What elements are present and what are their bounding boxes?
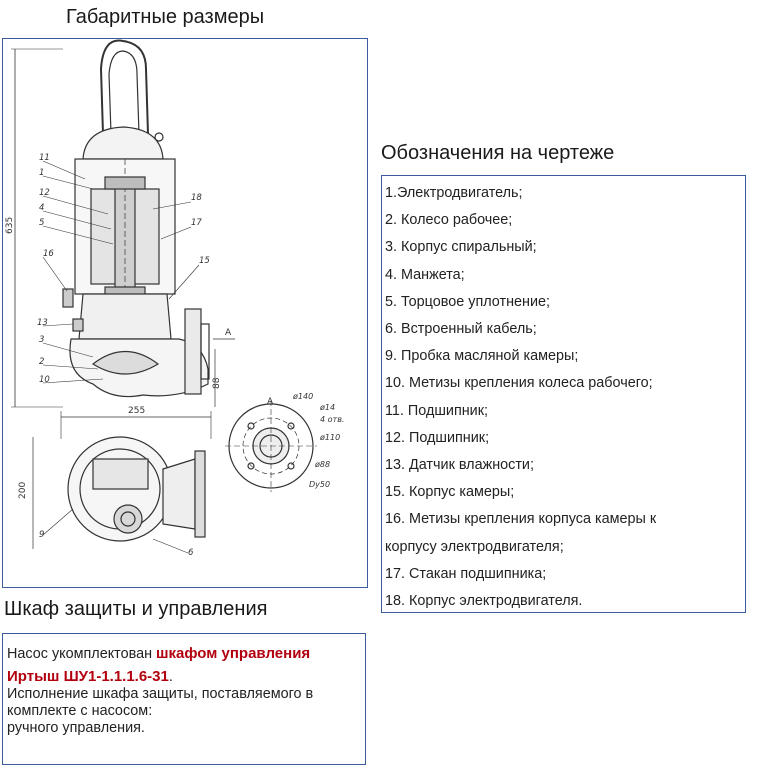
callout-12: 12: [39, 188, 50, 198]
legend-item: 12. Подшипник;: [385, 429, 490, 446]
dimensions-drawing: 635 A 88: [2, 38, 368, 588]
cabinet-title: Шкаф защиты и управления: [4, 598, 268, 620]
legend-item: 16. Метизы крепления корпуса камеры к: [385, 511, 657, 528]
callout-3: 3: [39, 335, 44, 345]
view-a-marker: A: [225, 328, 232, 338]
cabinet-box: Насос укомплектован шкафом управления Ир…: [2, 633, 366, 765]
legend-item: 9. Пробка масляной камеры;: [385, 348, 579, 365]
callout-17: 17: [191, 218, 202, 228]
flange-d2-label: ø14: [319, 403, 335, 412]
callout-15: 15: [199, 256, 210, 266]
callout-13: 13: [37, 318, 48, 328]
cabinet-line-2: Исполнение шкафа защиты, поставляемого в: [7, 686, 314, 702]
pump-drawing: 635 A 88: [5, 39, 344, 558]
legend-item: 1.Электродвигатель;: [385, 185, 523, 201]
legend-item: 2. Колесо рабочее;: [385, 212, 513, 229]
cabinet-intro: Насос укомплектован шкафом управления: [7, 640, 362, 668]
dimensions-title: Габаритные размеры: [66, 6, 265, 28]
legend-item: 17. Стакан подшипника;: [385, 565, 547, 582]
cabinet-line-4: ручного управления.: [7, 720, 145, 736]
flange-d1-label: ø140: [292, 392, 313, 401]
legend-item: корпусу электродвигателя;: [385, 538, 564, 555]
cabinet-dot: .: [168, 669, 173, 685]
callout-9: 9: [39, 530, 44, 540]
callout-18: 18: [191, 193, 202, 203]
legend-item: 3. Корпус спиральный;: [385, 239, 537, 256]
callout-4: 4: [39, 203, 44, 213]
cabinet-link-2[interactable]: Иртыш ШУ1-1.1.1.6-31: [7, 668, 169, 685]
callout-16: 16: [43, 249, 54, 259]
callout-6: 6: [188, 548, 194, 558]
flange-holes-label: 4 отв.: [320, 415, 344, 424]
legend-item: 6. Встроенный кабель;: [385, 321, 537, 338]
callout-11: 11: [39, 153, 50, 163]
cabinet-line-3: комплекте с насосом:: [7, 703, 153, 719]
callout-1: 1: [39, 168, 44, 178]
legend-item: 18. Корпус электродвигателя.: [385, 593, 583, 610]
flange-dn-label: Dy50: [309, 480, 330, 489]
legend-box: 1.Электродвигатель; 2. Колесо рабочее; 3…: [381, 175, 746, 613]
cabinet-prefix: Насос укомплектован: [7, 646, 157, 662]
legend-item: 4. Манжета;: [385, 266, 465, 283]
legend-title: Обозначения на чертеже: [381, 142, 615, 164]
callout-5: 5: [39, 218, 44, 228]
callout-2: 2: [39, 357, 44, 367]
flange-d4-label: ø88: [314, 460, 330, 469]
legend-item: 15. Корпус камеры;: [385, 484, 515, 501]
view-a-title: A: [267, 397, 274, 407]
cabinet-link-1[interactable]: шкафом управления: [156, 645, 311, 662]
legend-item: 11. Подшипник;: [385, 402, 489, 419]
dim-height-label: 635: [5, 217, 15, 234]
callout-10: 10: [39, 375, 50, 385]
flange-d3-label: ø110: [319, 433, 340, 442]
dim-width-label: 255: [128, 406, 145, 416]
legend-item: 5. Торцовое уплотнение;: [385, 293, 551, 310]
dim-depth-label: 200: [18, 482, 28, 499]
legend-item: 10. Метизы крепления колеса рабочего;: [385, 375, 653, 392]
legend-item: 13. Датчик влажности;: [385, 457, 534, 474]
dim-outlet-label: 88: [212, 377, 222, 389]
cabinet-model: Иртыш ШУ1-1.1.1.6-31.: [7, 668, 362, 686]
